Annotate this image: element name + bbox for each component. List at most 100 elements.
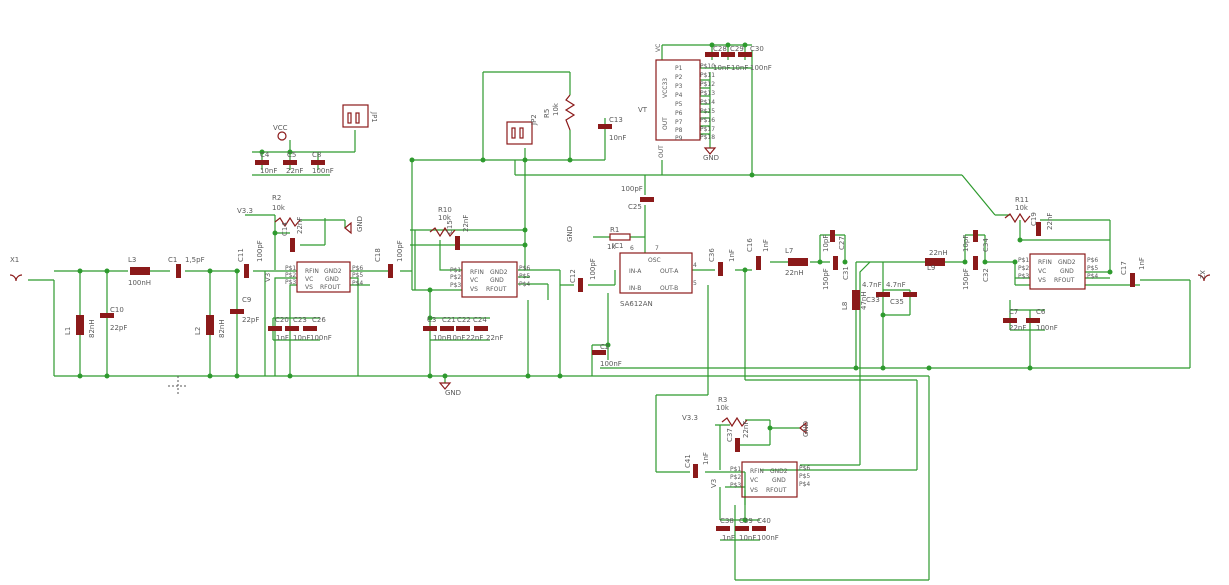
value-c41: 1nF bbox=[702, 452, 710, 465]
jumper-jp1[interactable] bbox=[342, 104, 369, 128]
gnd-symbol-icon bbox=[438, 382, 452, 390]
label-l9: L9 bbox=[927, 264, 935, 272]
value-c22: 22nF bbox=[466, 334, 483, 342]
capacitor-c18[interactable] bbox=[388, 264, 393, 278]
capacitor-c8[interactable] bbox=[311, 160, 325, 165]
inductor-l9[interactable] bbox=[925, 258, 945, 266]
value-r11: 10k bbox=[1015, 204, 1029, 212]
capacitor-c3[interactable] bbox=[423, 326, 437, 331]
value-c26: 100nF bbox=[310, 334, 332, 342]
capacitor-c39[interactable] bbox=[735, 526, 749, 531]
label-x2: X2 bbox=[1198, 270, 1206, 279]
label-c29: C29 bbox=[730, 45, 744, 53]
capacitor-c25[interactable] bbox=[640, 197, 654, 202]
capacitor-c37[interactable] bbox=[735, 438, 740, 452]
capacitor-c6[interactable] bbox=[1026, 318, 1040, 323]
resistor-r3[interactable] bbox=[721, 416, 748, 428]
capacitor-c10[interactable] bbox=[100, 313, 114, 318]
inductor-l8[interactable] bbox=[852, 290, 860, 310]
ic1-outb: OUT-B bbox=[660, 285, 678, 292]
label-v33-r3: V3.3 bbox=[682, 414, 698, 422]
value-c1: 1,5pF bbox=[185, 256, 205, 264]
jumper-jp2[interactable] bbox=[506, 121, 533, 145]
module-4[interactable] bbox=[741, 461, 798, 498]
m3-pin-p2: P$2 bbox=[1018, 265, 1029, 272]
capacitor-c15[interactable] bbox=[455, 236, 460, 250]
capacitor-c17[interactable] bbox=[1130, 273, 1135, 287]
components[interactable] bbox=[9, 52, 1211, 531]
capacitor-c30[interactable] bbox=[738, 52, 752, 57]
resistor-r11[interactable] bbox=[1004, 212, 1031, 224]
m4-vs: VS bbox=[750, 487, 758, 494]
gnd-symbol-icon bbox=[799, 421, 807, 435]
inductor-l7[interactable] bbox=[788, 258, 808, 266]
capacitor-c35[interactable] bbox=[903, 292, 917, 297]
label-gnd-r3: GND bbox=[802, 421, 810, 437]
capacitor-c11[interactable] bbox=[244, 264, 249, 278]
capacitor-c9[interactable] bbox=[230, 309, 244, 314]
ic1-sa612an[interactable] bbox=[619, 252, 693, 294]
value-c25: 100pF bbox=[621, 185, 643, 193]
capacitor-c2[interactable] bbox=[592, 350, 606, 355]
m4-pin-p3: P$3 bbox=[730, 482, 741, 489]
resistor-r10[interactable] bbox=[429, 226, 456, 238]
vco-pin-p11: P$11 bbox=[700, 72, 715, 79]
capacitor-c21[interactable] bbox=[440, 326, 454, 331]
inductor-l3[interactable] bbox=[130, 267, 150, 275]
module-2[interactable] bbox=[461, 261, 518, 298]
value-r3: 10k bbox=[716, 404, 730, 412]
capacitor-c36[interactable] bbox=[718, 262, 723, 276]
label-c18: C18 bbox=[374, 248, 382, 262]
capacitor-c1[interactable] bbox=[176, 264, 181, 278]
vco-p5: P5 bbox=[675, 101, 683, 108]
x2-connector-icon[interactable] bbox=[1197, 274, 1211, 282]
label-c6: C6 bbox=[1036, 308, 1046, 316]
capacitor-c13[interactable] bbox=[598, 124, 612, 129]
capacitor-c4[interactable] bbox=[255, 160, 269, 165]
capacitor-c24[interactable] bbox=[474, 326, 488, 331]
capacitor-c5[interactable] bbox=[283, 160, 297, 165]
label-c16: C16 bbox=[746, 238, 754, 252]
capacitor-c16[interactable] bbox=[756, 256, 761, 270]
capacitor-c41[interactable] bbox=[693, 464, 698, 478]
m4-pin-p6: P$6 bbox=[799, 465, 810, 472]
capacitor-c22[interactable] bbox=[456, 326, 470, 331]
capacitor-c26[interactable] bbox=[303, 326, 317, 331]
inductor-l2[interactable] bbox=[206, 315, 214, 335]
capacitor-c7[interactable] bbox=[1003, 318, 1017, 323]
capacitor-c19[interactable] bbox=[1036, 222, 1041, 236]
resistor-r5[interactable] bbox=[564, 94, 576, 131]
x1-connector-icon[interactable] bbox=[9, 274, 23, 282]
gnd-symbol-icon bbox=[344, 221, 352, 235]
inductor-l1[interactable] bbox=[76, 315, 84, 335]
label-v3-m1: V3 bbox=[264, 273, 272, 282]
vcc-symbol-icon bbox=[277, 131, 287, 141]
value-c33: 4.7nF bbox=[862, 281, 882, 289]
label-c1: C1 bbox=[168, 256, 177, 264]
resistor-r2[interactable] bbox=[274, 216, 301, 228]
m3-vc: VC bbox=[1038, 268, 1046, 275]
value-c8: 100nF bbox=[312, 167, 334, 175]
vco-module[interactable] bbox=[655, 59, 701, 141]
module-3[interactable] bbox=[1029, 253, 1086, 290]
capacitor-c23[interactable] bbox=[285, 326, 299, 331]
capacitor-c28[interactable] bbox=[705, 52, 719, 57]
label-c13: C13 bbox=[609, 116, 623, 124]
module-1[interactable] bbox=[296, 261, 351, 293]
capacitor-c32[interactable] bbox=[973, 256, 978, 270]
capacitor-c20[interactable] bbox=[268, 326, 282, 331]
vco-pin-p12: P$12 bbox=[700, 81, 715, 88]
capacitor-c38[interactable] bbox=[716, 526, 730, 531]
label-c20: C20 bbox=[275, 316, 289, 324]
resistor-r1[interactable] bbox=[609, 233, 631, 241]
capacitor-c31[interactable] bbox=[833, 256, 838, 270]
capacitor-c27[interactable] bbox=[830, 230, 835, 242]
capacitor-c29[interactable] bbox=[721, 52, 735, 57]
m2-vc: VC bbox=[470, 277, 478, 284]
capacitor-c14[interactable] bbox=[290, 238, 295, 252]
capacitor-c40[interactable] bbox=[752, 526, 766, 531]
capacitor-c34[interactable] bbox=[973, 230, 978, 242]
capacitor-c33[interactable] bbox=[876, 292, 890, 297]
capacitor-c12[interactable] bbox=[578, 278, 583, 292]
